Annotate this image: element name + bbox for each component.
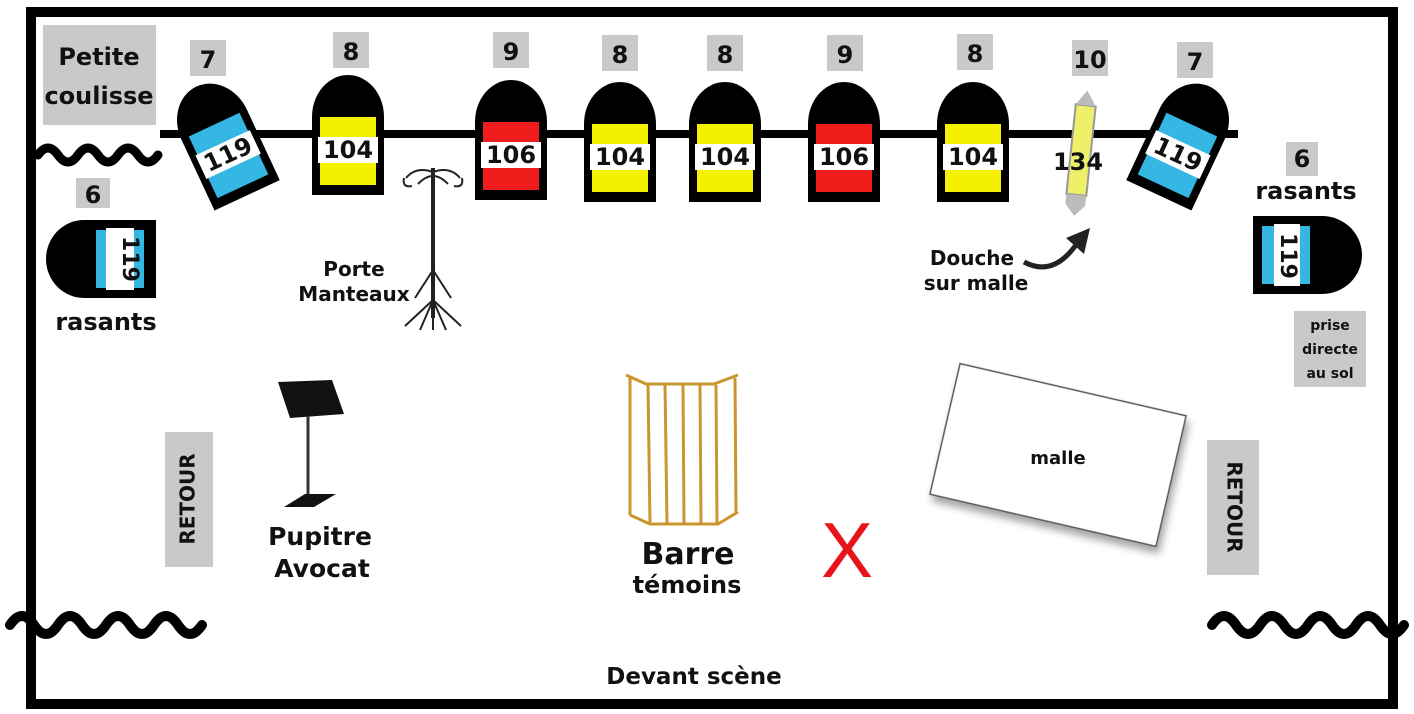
pupitre-label-2: Avocat (274, 554, 370, 583)
curtain-top-left (33, 143, 163, 167)
prise-box (1294, 311, 1366, 387)
profile-projector-134 (1065, 90, 1097, 216)
porte-manteaux-label: Porte (323, 257, 384, 281)
projector-number-box (1177, 42, 1213, 78)
projector: 104 (312, 75, 384, 195)
petite-coulisse-label-2: coulisse (44, 82, 153, 110)
projector-number: 8 (612, 41, 629, 69)
pupitre-label: Pupitre (268, 522, 372, 551)
projector: 104 (584, 82, 656, 202)
rasants-left-count: 6 (85, 181, 102, 209)
side-projector-right-gel: 119 (1275, 233, 1300, 279)
devant-scene-label: Devant scène (606, 664, 781, 690)
rasants-left-label: rasants (55, 308, 156, 336)
rasants-right-count-box (1286, 142, 1318, 176)
coat-stand-icon (402, 168, 464, 331)
projector: 106 (808, 82, 880, 202)
projector-gel: 104 (323, 136, 373, 164)
projector-number-box (1072, 40, 1108, 76)
projector-number: 10 (1073, 46, 1106, 74)
projector-number: 9 (503, 38, 520, 66)
projector-number-box (493, 32, 529, 68)
curtain-bottom-left (5, 611, 207, 639)
curved-arrow-icon (1022, 228, 1090, 270)
music-stand-icon (278, 380, 344, 507)
douche-label-2: sur malle (924, 271, 1029, 295)
projector-group: 7 119 8 104 9 106 8 104 8 104 9 106 8 104 10 134 7 119 (177, 32, 1229, 216)
malle-label: malle (1030, 448, 1085, 469)
retour-left-box (165, 432, 213, 567)
side-projector-left: 119 (46, 220, 156, 298)
projector-number: 8 (967, 40, 984, 68)
petite-coulisse-label: Petite (58, 43, 139, 71)
barre-label: Barre (641, 537, 734, 572)
side-projector-right: 119 (1253, 216, 1362, 294)
projector-number-box (957, 34, 993, 70)
projector: 104 (689, 82, 761, 202)
stage-frame (26, 7, 1398, 709)
rasants-right-label: rasants (1255, 177, 1356, 205)
projector-number: 8 (717, 41, 734, 69)
projector-number: 7 (1187, 48, 1204, 76)
douche-label: Douche (930, 246, 1014, 270)
side-projector-left-gel: 119 (117, 236, 142, 282)
projector: 104 (937, 82, 1009, 202)
malle-box (929, 362, 1187, 548)
position-mark: X (821, 506, 873, 594)
projector-gel: 106 (486, 141, 536, 169)
projector-number-box (190, 40, 226, 76)
projector-gel: 106 (819, 143, 869, 171)
projector-gel: 104 (700, 143, 750, 171)
projector: 119 (177, 83, 280, 211)
projector: 119 (1126, 83, 1229, 211)
rasants-right-count: 6 (1294, 145, 1311, 173)
projector-number-box (602, 35, 638, 71)
prise-label-3: au sol (1306, 366, 1353, 382)
projector-number: 8 (343, 38, 360, 66)
projector: 106 (475, 80, 547, 200)
rasants-left-count-box (76, 178, 110, 208)
projector-number-box (827, 35, 863, 71)
projector-gel: 104 (948, 143, 998, 171)
prise-label-2: directe (1302, 342, 1358, 358)
prise-label-1: prise (1310, 318, 1350, 334)
retour-left-label: RETOUR (176, 453, 200, 544)
retour-right-label: RETOUR (1223, 461, 1247, 552)
barre-label-2: témoins (633, 571, 742, 599)
curtain-bottom-right (1207, 611, 1409, 639)
porte-manteaux-label-2: Manteaux (298, 282, 409, 306)
projector-number-box (333, 32, 369, 68)
petite-coulisse-box (43, 25, 156, 125)
barre-temoins-icon (625, 373, 739, 526)
projector-number: 9 (837, 41, 854, 69)
retour-right-box (1207, 440, 1259, 575)
projector-gel: 134 (1053, 148, 1103, 176)
projector-gel: 104 (595, 143, 645, 171)
projector-number-box (707, 35, 743, 71)
projector-number: 7 (200, 46, 217, 74)
